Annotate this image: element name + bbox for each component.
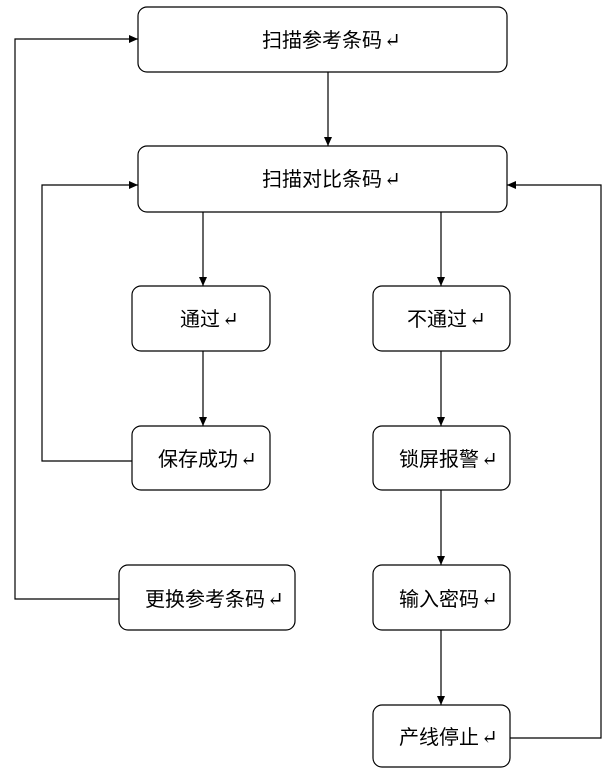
node-save-success: 保存成功 ↵ [131, 425, 271, 491]
node-pass-label: 通过 [180, 308, 220, 331]
paragraph-mark: ↵ [384, 30, 401, 52]
paragraph-mark: ↵ [240, 449, 257, 471]
node-fail-label: 不通过 [407, 308, 467, 331]
node-save-success-label: 保存成功 [158, 448, 238, 471]
paragraph-mark: ↵ [384, 169, 401, 191]
node-line-stop: 产线停止 ↵ [372, 704, 511, 768]
node-scan-reference: 扫描参考条码 ↵ [137, 6, 508, 73]
edges [14, 35, 602, 739]
node-lock-alarm: 锁屏报警 ↵ [372, 425, 511, 491]
node-replace-reference: 更换参考条码 ↵ [118, 564, 296, 631]
node-scan-compare-label: 扫描对比条码 [262, 168, 382, 191]
edge-replace-loop-to-reference [14, 35, 138, 600]
paragraph-mark: ↵ [481, 589, 498, 611]
paragraph-mark: ↵ [267, 589, 284, 611]
node-enter-password: 输入密码 ↵ [372, 564, 511, 631]
paragraph-mark: ↵ [222, 309, 239, 331]
node-pass: 通过 ↵ [131, 285, 271, 352]
edge-stop-loop-to-compare [507, 181, 602, 739]
paragraph-mark: ↵ [481, 449, 498, 471]
paragraph-mark: ↵ [469, 309, 486, 331]
edge-save-loop-to-compare [41, 181, 138, 462]
node-scan-compare: 扫描对比条码 ↵ [137, 145, 508, 213]
node-line-stop-label: 产线停止 [399, 726, 479, 749]
node-fail: 不通过 ↵ [372, 285, 511, 352]
node-scan-reference-label: 扫描参考条码 [262, 29, 382, 52]
node-replace-reference-label: 更换参考条码 [145, 588, 265, 611]
node-lock-alarm-label: 锁屏报警 [399, 448, 479, 471]
node-enter-password-label: 输入密码 [399, 588, 479, 611]
paragraph-mark: ↵ [481, 727, 498, 749]
